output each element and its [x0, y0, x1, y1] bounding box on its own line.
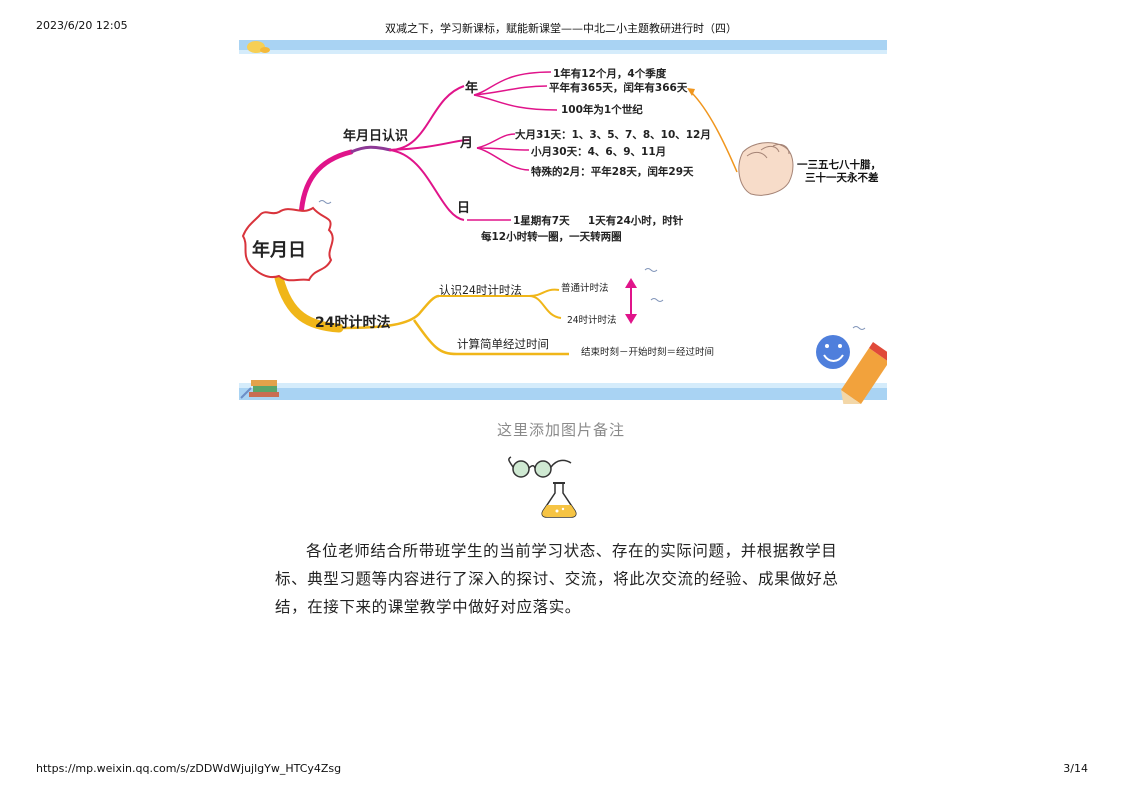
bottom-banner — [239, 383, 887, 388]
footer-page-number: 3/14 — [1063, 762, 1088, 775]
day-item-line1: 1星期有7天 1天有24小时，时针 — [513, 214, 684, 227]
squiggle-decoration-icon — [318, 200, 866, 330]
article-title: 双减之下，学习新课标，赋能新课堂——中北二小主题教研进行时（四） — [385, 22, 737, 35]
mnemonic-line1: 一三五七八十腊， — [797, 158, 881, 171]
year-item-2: 平年有365天，闰年有366天 — [549, 81, 688, 94]
glasses-flask-icon — [508, 456, 577, 518]
mindmap-image: 年月日 年月日认识 年 1年有12个月，4个季度 平年有365天，闰年有366天… — [239, 40, 887, 404]
month-item-1: 大月31天：1、3、5、7、8、10、12月 — [515, 128, 711, 141]
center-node — [241, 206, 334, 282]
footer-url: https://mp.weixin.qq.com/s/zDDWdWjujlgYw… — [36, 762, 342, 775]
node-month-label: 月 — [459, 136, 473, 151]
day-item-line2: 每12小时转一圈，一天转两圈 — [481, 230, 622, 243]
image-caption: 这里添加图片备注 — [496, 421, 625, 439]
leaf-decoration-icon — [247, 41, 270, 53]
recognize-item-2: 24时计时法 — [567, 314, 616, 326]
print-datetime: 2023/6/20 12:05 — [36, 19, 128, 32]
calc-formula: 结束时刻－开始时刻＝经过时间 — [581, 346, 714, 358]
node-day-label: 日 — [457, 201, 470, 216]
books-icon — [240, 380, 279, 399]
node-calc-label: 计算简单经过时间 — [457, 337, 549, 351]
mindmap-svg: 年月日 年月日认识 年 1年有12个月，4个季度 平年有365天，闰年有366天… — [239, 40, 887, 404]
center-node-label: 年月日 — [252, 239, 306, 261]
smiley-icon — [816, 335, 850, 369]
knuckle-hand-icon — [738, 142, 794, 196]
branch-ymd-label: 年月日认识 — [343, 128, 408, 144]
branch-24h-label: 24时计时法 — [315, 314, 390, 331]
article-paragraph: 各位老师结合所带班学生的当前学习状态、存在的实际问题，并根据教学目标、典型习题等… — [275, 542, 839, 616]
double-arrow-icon — [625, 278, 637, 324]
month-item-2: 小月30天：4、6、9、11月 — [530, 145, 666, 158]
pencil-icon — [841, 342, 887, 404]
glasses-flask-decoration — [505, 455, 585, 519]
year-item-3: 100年为1个世纪 — [561, 103, 643, 116]
top-banner — [239, 40, 887, 50]
node-recognize-label: 认识24时计时法 — [439, 283, 522, 297]
year-item-1: 1年有12个月，4个季度 — [553, 67, 667, 80]
month-item-3: 特殊的2月：平年28天，闰年29天 — [531, 165, 694, 178]
mnemonic-arrow — [690, 91, 738, 173]
mnemonic-line2: 三十一天永不差 — [805, 171, 879, 184]
node-year-label: 年 — [465, 80, 478, 96]
recognize-item-1: 普通计时法 — [561, 282, 609, 294]
